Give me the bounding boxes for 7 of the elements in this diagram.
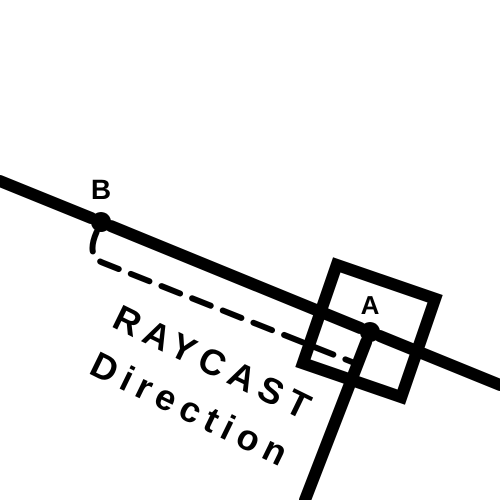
point-label: B xyxy=(90,176,112,204)
connector-line xyxy=(374,330,500,391)
connector-line xyxy=(0,175,97,224)
point-label: A xyxy=(360,292,380,318)
connector-line xyxy=(299,336,372,500)
dashed-line xyxy=(90,229,355,365)
connector-line xyxy=(105,220,366,334)
